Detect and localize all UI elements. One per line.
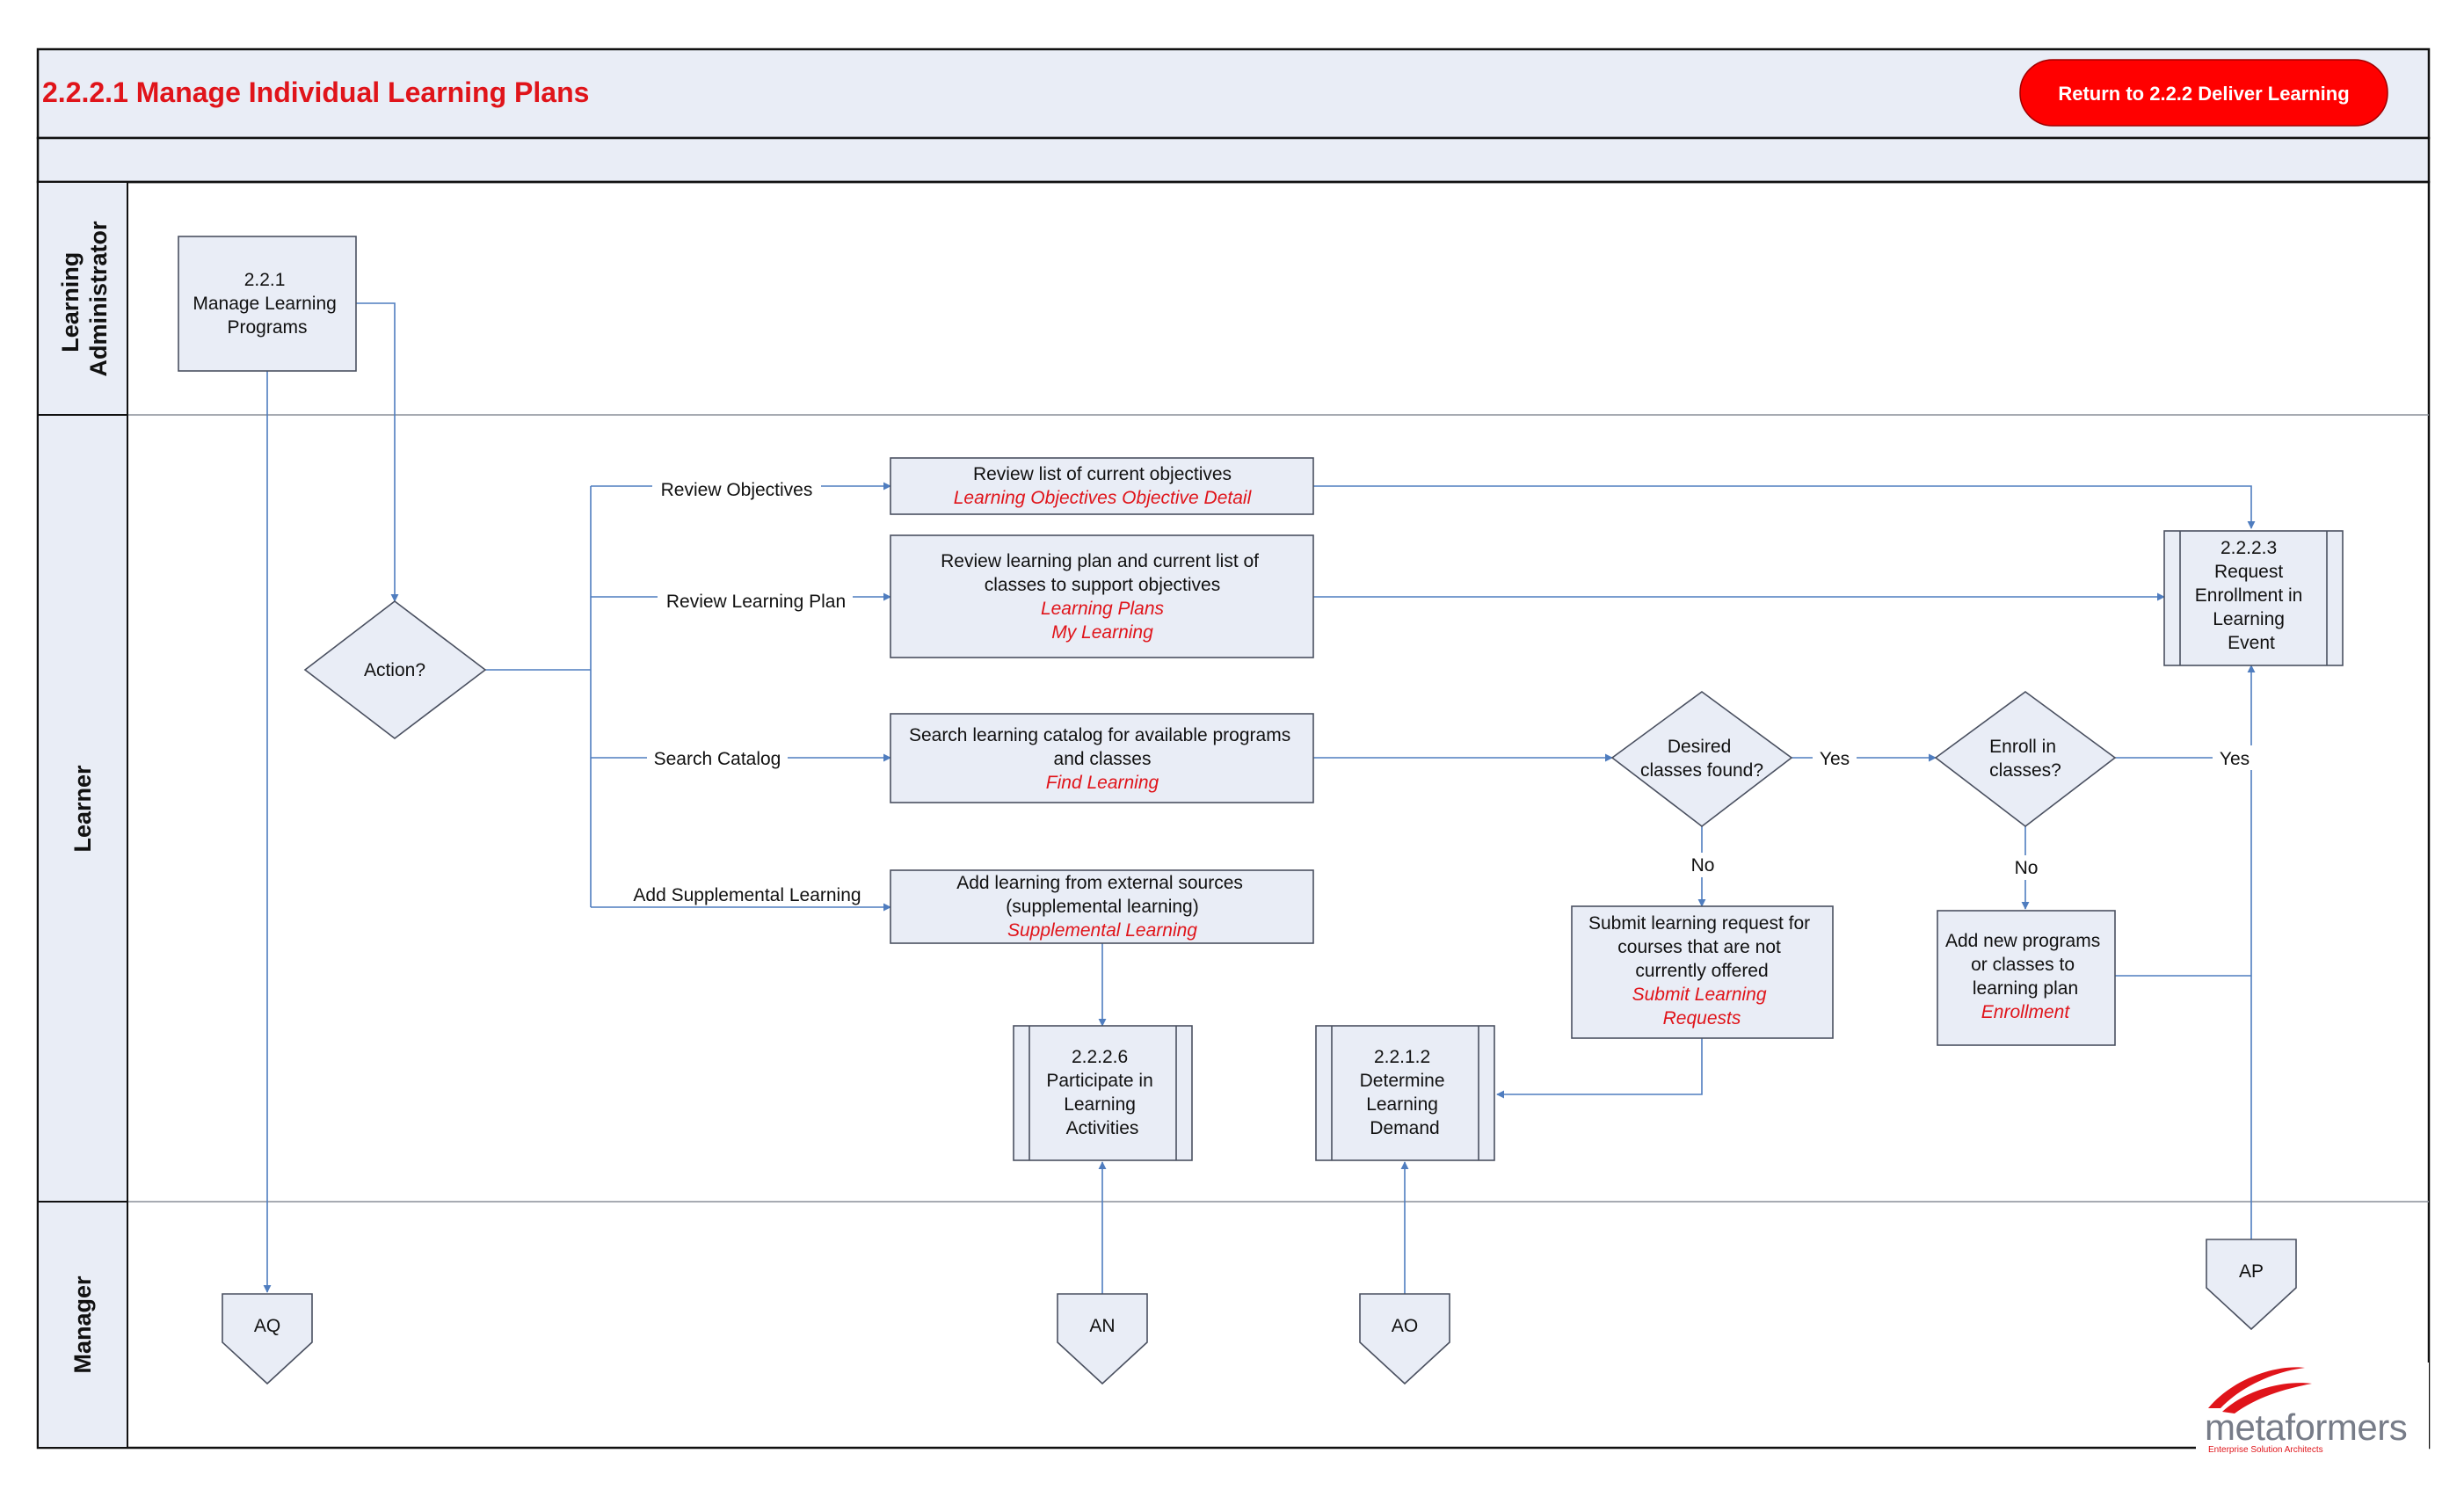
edge-label-enroll-yes: Yes (2220, 749, 2250, 769)
svg-text:2.2.1 Manage Learning: 2.2.1 Manage Learning Programs (193, 270, 341, 338)
subprocess-request-enrollment[interactable]: 2.2.2.3 Request Enrollment in Learning E… (2163, 530, 2344, 666)
connector-an[interactable]: AN (1057, 1293, 1148, 1385)
subprocess-determine-learning-demand[interactable]: 2.2.1.2 Determine Learning Demand (1315, 1025, 1495, 1161)
link-my-learning[interactable]: My Learning (1051, 622, 1153, 643)
link-find-learning[interactable]: Find Learning (1046, 773, 1159, 793)
edge-label-add-supplemental: Add Supplemental Learning (633, 885, 861, 905)
lane-title-manager: Manager (69, 1275, 96, 1374)
node-review-objectives[interactable]: Review list of current objectives Learni… (890, 457, 1314, 515)
svg-text:Enroll in classes?: Enroll in classes? (1989, 737, 2061, 781)
return-button[interactable]: Return to 2.2.2 Deliver Learning (2019, 59, 2388, 127)
subprocess-participate-in-learning[interactable]: 2.2.2.6 Participate in Learning Activiti… (1013, 1025, 1193, 1161)
svg-text:2.2.2.3 Request En: 2.2.2.3 Request Enrollment in Learning E… (2195, 538, 2308, 653)
link-submit-learning-requests: Submit Learning Requests (1632, 985, 1772, 1028)
link-enrollment[interactable]: Enrollment (1981, 1002, 2071, 1022)
svg-text:Review learning plan and curre: Review learning plan and current list of… (941, 551, 1264, 595)
swimlanes: Learning Administrator Learner Manager (36, 180, 2431, 1450)
svg-text:AP: AP (2239, 1261, 2264, 1282)
connector-ap[interactable]: AP (2206, 1239, 2297, 1331)
edge-label-found-no: No (1691, 855, 1715, 876)
logo-wordmark: metaformers (2205, 1406, 2407, 1448)
svg-text:Add new programs or clas: Add new programs or classes to learning … (1945, 931, 2105, 999)
decision-desired-classes-found[interactable]: Desired classes found? (1610, 691, 1793, 828)
link-learning-plans[interactable]: Learning Plans (1041, 599, 1165, 619)
edge-label-found-yes: Yes (1820, 749, 1850, 769)
logo-swoosh-icon (2208, 1367, 2312, 1413)
page-title: 2.2.2.1 Manage Individual Learning Plans (42, 76, 589, 108)
lane-title-administrator: Learning Administrator (57, 221, 112, 377)
node-manage-learning-programs[interactable]: 2.2.1 Manage Learning Programs (178, 236, 357, 372)
svg-text:2.2.2.6 Participate in: 2.2.2.6 Participate in Learning Activiti… (1046, 1047, 1158, 1138)
node-search-catalog[interactable]: Search learning catalog for available pr… (890, 713, 1314, 803)
edge-label-review-plan: Review Learning Plan (666, 592, 846, 612)
svg-text:AN: AN (1089, 1316, 1115, 1336)
edge-label-review-objectives: Review Objectives (661, 480, 813, 500)
svg-text:Search learning catalog for av: Search learning catalog for available pr… (909, 725, 1296, 769)
decision-action[interactable]: Action? (303, 600, 487, 740)
svg-text:Add learning from external sou: Add learning from external sources (supp… (956, 873, 1248, 917)
link-supplemental-learning[interactable]: Supplemental Learning (1007, 920, 1197, 941)
node-add-new-programs[interactable]: Add new programs or classes to learning … (1937, 910, 2116, 1046)
node-add-supplemental[interactable]: Add learning from external sources (supp… (890, 869, 1314, 944)
flow-programs-to-action (356, 302, 399, 602)
svg-text:Action?: Action? (364, 660, 425, 680)
link-learning-objectives[interactable]: Learning Objectives Objective Detail (954, 488, 1253, 508)
connector-ao[interactable]: AO (1359, 1293, 1450, 1385)
edge-label-search-catalog: Search Catalog (654, 749, 781, 769)
svg-text:Desired classes found?: Desired classes found? (1640, 737, 1763, 781)
svg-text:Submit learning request for: Submit learning request for courses that… (1588, 913, 1815, 981)
edge-label-enroll-no: No (2015, 858, 2039, 878)
header-subbar (36, 136, 2431, 184)
svg-text:AO: AO (1392, 1316, 1418, 1336)
edge-labels: Review Objectives Review Learning Plan S… (622, 475, 2257, 906)
flow-submit-to-demand (1496, 1038, 1703, 1099)
logo-tagline: Enterprise Solution Architects (2208, 1445, 2323, 1455)
connector-aq[interactable]: AQ (222, 1293, 313, 1385)
return-button-label[interactable]: Return to 2.2.2 Deliver Learning (2058, 83, 2349, 105)
node-review-learning-plan[interactable]: Review learning plan and current list of… (890, 534, 1314, 658)
node-submit-learning-request[interactable]: Submit learning request for courses that… (1571, 905, 1834, 1039)
svg-text:AQ: AQ (254, 1316, 280, 1336)
svg-text:Review list of current objecti: Review list of current objectives (973, 464, 1232, 484)
lane-title-learner: Learner (69, 765, 96, 853)
lane-header-column (37, 181, 128, 1449)
metaformers-logo: metaformers Enterprise Solution Architec… (2196, 1363, 2429, 1455)
flow-objectives-to-request (1313, 485, 2256, 529)
decision-enroll-in-classes[interactable]: Enroll in classes? (1934, 691, 2117, 828)
svg-text:2.2.1.2 Determine: 2.2.1.2 Determine Learning Demand (1360, 1047, 1450, 1138)
